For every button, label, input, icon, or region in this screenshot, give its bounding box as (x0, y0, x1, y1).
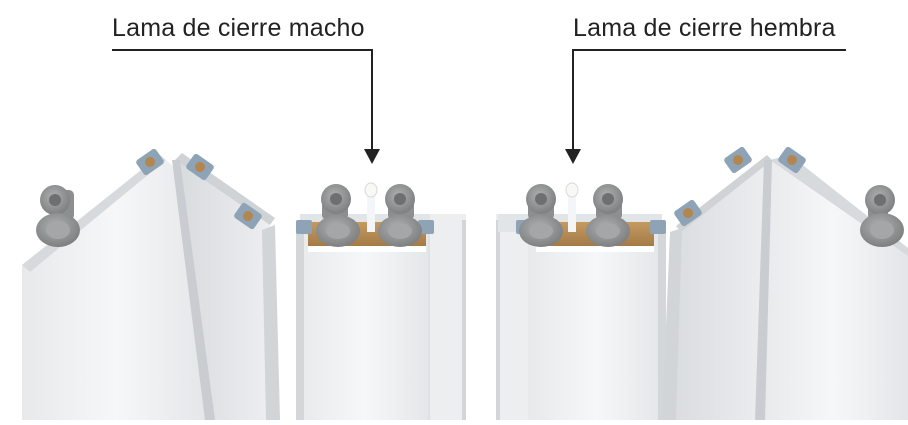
left-corner-roller (36, 185, 80, 247)
right-corner-roller (860, 185, 904, 247)
female-closing-slat (496, 214, 666, 420)
male-slat-rollers (316, 182, 422, 247)
right-clips (674, 146, 806, 227)
female-slat-rollers (519, 182, 630, 247)
male-leader-line (112, 49, 380, 164)
male-label-overlay: Lama de cierre macho (112, 14, 365, 42)
female-leader-line (565, 49, 846, 164)
male-closing-slat (296, 214, 466, 420)
left-clips (136, 148, 262, 230)
female-label-overlay: Lama de cierre hembra (573, 14, 836, 42)
